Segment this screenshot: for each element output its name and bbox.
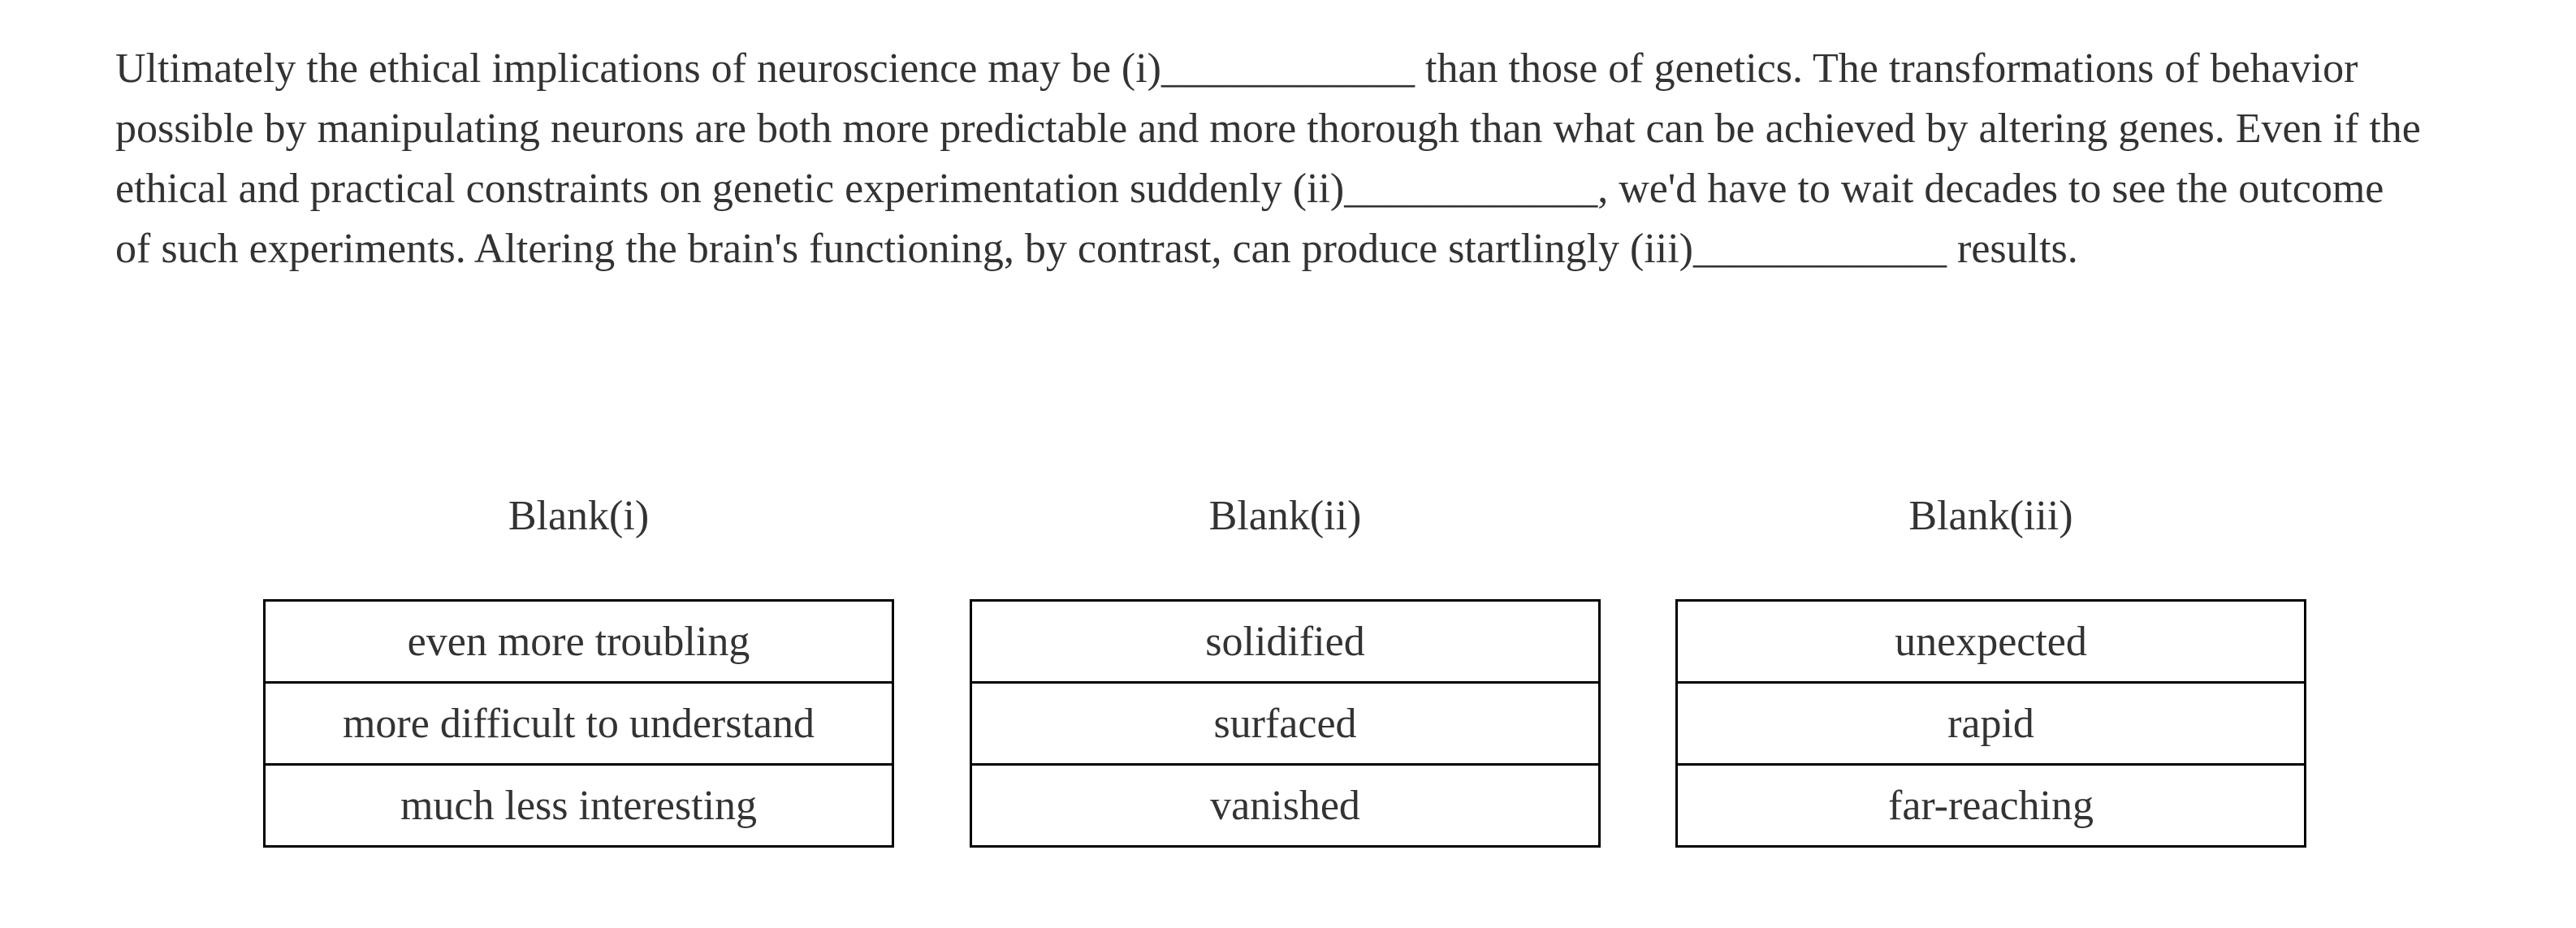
- blank-i-options-table: even more troubling more difficult to un…: [263, 599, 894, 848]
- blank-ii-placeholder: ____________: [1344, 166, 1598, 212]
- blank-ii-options-table: solidified surfaced vanished: [970, 599, 1601, 848]
- blank-i-placeholder: ____________: [1161, 45, 1415, 92]
- blank-iii-option-3[interactable]: far-reaching: [1675, 763, 2306, 848]
- blank-ii-option-3[interactable]: vanished: [970, 763, 1601, 848]
- blank-iii-option-1[interactable]: unexpected: [1675, 599, 2306, 684]
- option-row: much less interesting: [263, 763, 894, 848]
- blank-ii-header: Blank(ii): [1208, 493, 1362, 539]
- option-row: vanished: [970, 763, 1601, 848]
- blank-iii-placeholder: ____________: [1693, 226, 1947, 272]
- passage-text: Ultimately the ethical implications of n…: [115, 45, 1161, 92]
- passage-text: , we'd have to wait decades to see the o…: [115, 166, 2384, 272]
- blank-iii-option-2[interactable]: rapid: [1675, 681, 2306, 766]
- option-row: even more troubling: [263, 599, 894, 684]
- blank-i-option-3[interactable]: much less interesting: [263, 763, 894, 848]
- passage-text: results.: [1947, 226, 2078, 272]
- option-row: unexpected: [1675, 599, 2306, 684]
- option-row: rapid: [1675, 681, 2306, 766]
- blank-i-option-1[interactable]: even more troubling: [263, 599, 894, 684]
- option-row: far-reaching: [1675, 763, 2306, 848]
- blank-ii-option-1[interactable]: solidified: [970, 599, 1601, 684]
- blank-i-option-2[interactable]: more difficult to understand: [263, 681, 894, 766]
- question-passage: Ultimately the ethical implications of n…: [115, 39, 2422, 279]
- option-row: surfaced: [970, 681, 1601, 766]
- option-row: more difficult to understand: [263, 681, 894, 766]
- blank-iii-options-table: unexpected rapid far-reaching: [1675, 599, 2306, 848]
- blank-iii-header: Blank(iii): [1908, 493, 2073, 539]
- option-row: solidified: [970, 599, 1601, 684]
- blank-i-header: Blank(i): [508, 493, 650, 539]
- blank-ii-option-2[interactable]: surfaced: [970, 681, 1601, 766]
- passage-text: than those of genetics. The transformati…: [115, 45, 2421, 212]
